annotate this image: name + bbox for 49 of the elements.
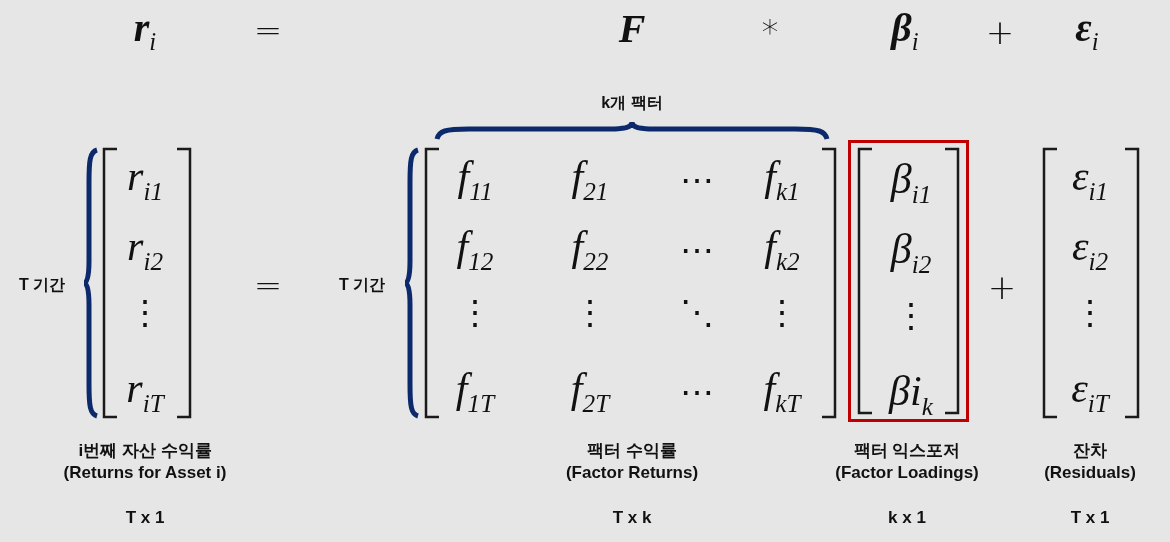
dimension-text: T x 1	[1070, 508, 1110, 528]
multiply-sign: *	[761, 12, 779, 52]
dimension-text: k x 1	[888, 508, 926, 528]
matrix-entry: ⋯	[680, 233, 714, 267]
matrix-entry: ⋯	[680, 375, 714, 409]
matrix-entry: β$_{i2}$	[890, 228, 932, 278]
matrix-entry: ⋮	[1073, 295, 1107, 329]
matrix-entry: βi$_{k}$	[889, 370, 933, 420]
matrix-entry: f$_{k1}$	[764, 155, 800, 205]
matrix-entry: f$_{kT}$	[763, 367, 801, 417]
matrix-entry: f$_{1T}$	[455, 367, 495, 417]
plus-sign: +	[987, 267, 1017, 307]
matrix-entry: f$_{22}$	[571, 225, 609, 275]
brace-label: k개 팩터	[601, 92, 663, 113]
matrix-entry: ⋮	[128, 295, 162, 329]
equation-symbol: β$_{i}$	[891, 4, 919, 56]
matrix-entry: ⋮	[458, 295, 492, 329]
matrix-entry: f$_{2T}$	[570, 367, 610, 417]
equation-symbol: F	[618, 4, 646, 52]
matrix-entry: f$_{12}$	[456, 225, 494, 275]
matrix-entry: f$_{k2}$	[764, 225, 800, 275]
matrix-entry: r$_{i2}$	[127, 225, 163, 275]
matrix-entry: ⋯	[680, 163, 714, 197]
matrix-entry: r$_{iT}$	[126, 367, 164, 417]
brace-label: T 기간	[18, 274, 66, 295]
matrix-entry: r$_{i1}$	[127, 155, 163, 205]
matrix-caption: 팩터 익스포저 (Factor Loadings)	[834, 439, 980, 484]
matrix-caption: 팩터 수익률 (Factor Returns)	[564, 439, 700, 484]
dimension-text: T x k	[612, 508, 652, 528]
matrix-entry: ⋮	[765, 295, 799, 329]
matrix-entry: ⋱	[680, 295, 714, 329]
matrix-entry: ε$_{i2}$	[1071, 225, 1109, 275]
matrix-entry: ⋮	[573, 295, 607, 329]
matrix-entry: β$_{i1}$	[890, 158, 932, 208]
matrix-entry: ε$_{iT}$	[1071, 367, 1109, 417]
matrix-entry: f$_{11}$	[457, 155, 493, 205]
equals-sign: =	[253, 265, 283, 305]
matrix-entry: ε$_{i1}$	[1071, 155, 1109, 205]
plus-sign: +	[985, 12, 1015, 52]
dimension-text: T x 1	[125, 508, 165, 528]
matrix-entry: f$_{21}$	[571, 155, 609, 205]
matrix-entry: ⋮	[894, 298, 928, 332]
brace-label: T 기간	[338, 274, 386, 295]
matrix-caption: i번째 자산 수익률 (Returns for Asset i)	[62, 439, 228, 484]
highlight-box	[848, 140, 969, 422]
equation-symbol: r$_{i}$	[133, 4, 157, 56]
matrix-caption: 잔차 (Residuals)	[1043, 439, 1137, 484]
equation-symbol: ε$_{i}$	[1075, 4, 1099, 56]
equals-sign: =	[253, 10, 283, 50]
